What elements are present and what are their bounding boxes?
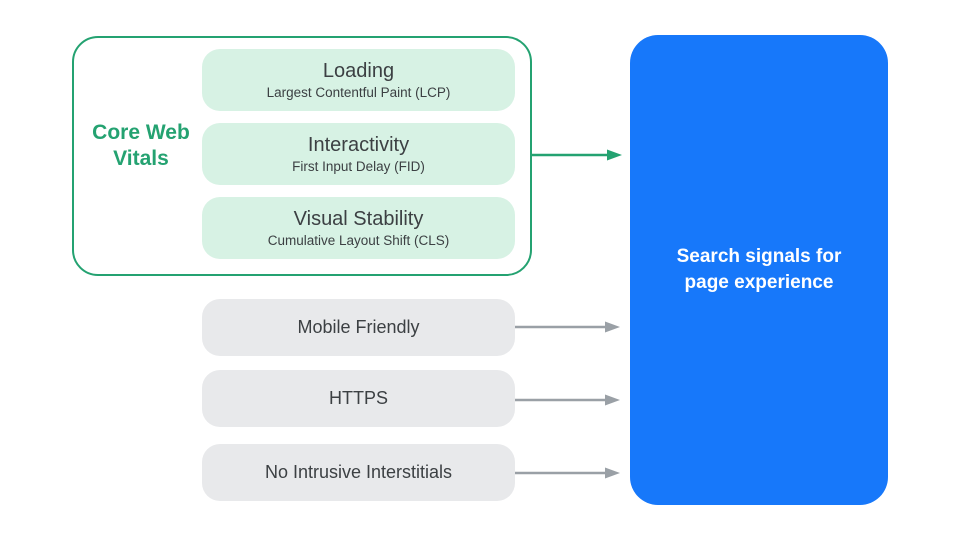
search-signals-result-label: Search signals for page experience <box>676 246 842 293</box>
arrow-no-intrusive-interstitials-to-result <box>515 467 620 479</box>
arrow-https-to-result <box>515 394 620 406</box>
cwv-item-subtitle: First Input Delay (FID) <box>292 159 425 174</box>
signal-label: HTTPS <box>328 388 388 408</box>
signal-mobile-friendly: Mobile Friendly <box>202 299 515 356</box>
core-web-vitals-label: Core Web Vitals <box>92 121 190 170</box>
signal-label: Mobile Friendly <box>297 317 420 337</box>
cwv-item-title: Loading <box>322 60 395 82</box>
cwv-item-subtitle: Cumulative Layout Shift (CLS) <box>267 233 450 248</box>
cwv-item-loading: Loading Largest Contentful Paint (LCP) <box>202 49 515 111</box>
signal-no-intrusive-interstitials: No Intrusive Interstitials <box>202 444 515 501</box>
arrow-mobile-friendly-to-result <box>515 321 620 333</box>
signal-https: HTTPS <box>202 370 515 427</box>
cwv-item-visual-stability: Visual Stability Cumulative Layout Shift… <box>202 197 515 259</box>
cwv-item-interactivity: Interactivity First Input Delay (FID) <box>202 123 515 185</box>
cwv-item-title: Interactivity <box>307 134 410 156</box>
cwv-item-title: Visual Stability <box>293 208 424 230</box>
search-signals-result-box: Search signals for page experience <box>630 35 888 505</box>
cwv-item-subtitle: Largest Contentful Paint (LCP) <box>266 85 451 100</box>
signal-label: No Intrusive Interstitials <box>264 462 453 482</box>
arrow-core-web-vitals-to-result <box>531 149 622 161</box>
